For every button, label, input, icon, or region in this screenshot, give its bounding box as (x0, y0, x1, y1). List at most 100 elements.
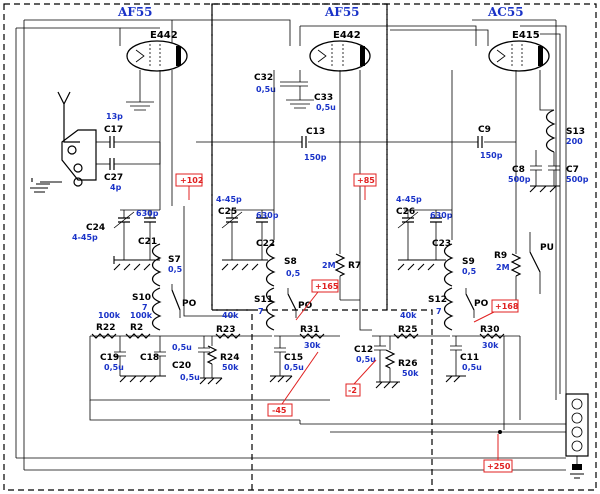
voltage-tag-168 (491, 299, 519, 313)
stage2-frame-right (386, 4, 433, 490)
s13-label: S13 (566, 127, 585, 137)
stage-label-1: AF55 (117, 5, 153, 19)
c22-label: C22 (256, 239, 275, 249)
r30-label: R30 (480, 325, 499, 335)
antenna-icon (57, 91, 97, 187)
switch-po-2: PO (298, 301, 313, 311)
c22-value: 630p (256, 211, 279, 220)
r25-label: R25 (398, 325, 417, 335)
c11-value: 0,5u (462, 363, 482, 372)
c25-value: 4-45p (216, 195, 242, 204)
voltage-168: +168 (495, 302, 519, 311)
c17-value: 13p (106, 112, 123, 121)
c21-label: C21 (138, 237, 157, 247)
s10-label: S10 (132, 293, 151, 303)
c8-value: 500p (508, 175, 531, 184)
r31-value: 30k (304, 341, 321, 350)
switch-pu: PU (540, 243, 554, 253)
c24-label: C24 (86, 223, 105, 233)
stage-label-3: AC55 (487, 5, 524, 19)
tube-2-label: E442 (333, 30, 361, 41)
c15-value: 0,5u (284, 363, 304, 372)
c27-label: C27 (104, 173, 123, 183)
c33-value: 0,5u (316, 103, 336, 112)
s8-value: 0,5 (286, 269, 301, 278)
tube-3-label: E415 (512, 30, 540, 41)
stage-1: 13p C17 C27 4p C24 4-45p 630p C21 S7 0,5… (30, 70, 330, 401)
switch-po-3: PO (474, 299, 489, 309)
c19-value: 0,5u (104, 363, 124, 372)
c18-value: 0,5u (172, 343, 192, 352)
r22-value: 100k (98, 311, 121, 320)
c27-value: 4p (110, 183, 122, 192)
voltage-tags: +102 +85 +165 +168 -45 -2 +250 (175, 173, 519, 473)
stage-3: C9 150p S13 200 C8 500p C7 500p 4-45p C2… (354, 70, 589, 430)
s8-label: S8 (284, 257, 297, 267)
s7-value: 0,5 (168, 265, 183, 274)
s7-label: S7 (168, 255, 181, 265)
c18-label: C18 (140, 353, 159, 363)
c32-label: C32 (254, 73, 273, 83)
s9-value: 0,5 (462, 267, 477, 276)
s11-label: S11 (254, 295, 273, 305)
r22-label: R22 (96, 323, 115, 333)
c32-value: 0,5u (256, 85, 276, 94)
voltage-tag-165 (311, 279, 339, 293)
c11-label: C11 (460, 353, 479, 363)
c26-label: C26 (396, 207, 415, 217)
c13-label: C13 (306, 127, 325, 137)
r25-value: 40k (400, 311, 417, 320)
voltage-85: +85 (357, 176, 375, 185)
r30-value: 30k (482, 341, 499, 350)
tube-1-label: E442 (150, 30, 178, 41)
r26-value: 50k (402, 369, 419, 378)
c12-label: C12 (354, 345, 373, 355)
switch-po-1: PO (182, 299, 197, 309)
c7-label: C7 (566, 165, 579, 175)
r24-value: 50k (222, 363, 239, 372)
r2-value: 100k (130, 311, 153, 320)
voltage-165: +165 (315, 282, 339, 291)
c13-value: 150p (304, 153, 327, 162)
c9-label: C9 (478, 125, 491, 135)
tube-3: E415 (488, 30, 550, 72)
bottom-bus (16, 400, 566, 471)
c8-label: C8 (512, 165, 525, 175)
stage-2: C32 0,5u C33 0,5u C13 150p 4-45p C25 630… (172, 70, 372, 385)
outer-frame (3, 3, 597, 491)
r9-label: R9 (494, 251, 507, 261)
r24-label: R24 (220, 353, 239, 363)
r7-value: 2M (322, 261, 336, 270)
c20-label: C20 (172, 361, 191, 371)
c26-value: 4-45p (396, 195, 422, 204)
r23-label: R23 (216, 325, 235, 335)
c15-label: C15 (284, 353, 303, 363)
tube-2: E442 (309, 30, 371, 72)
c12-value: 0,5u (356, 355, 376, 364)
c24-value: 4-45p (72, 233, 98, 242)
stage-label-2: AF55 (324, 5, 360, 19)
c33-label: C33 (314, 93, 333, 103)
bus-lines (15, 19, 567, 470)
c23-value: 630p (430, 211, 453, 220)
voltage-102: +102 (180, 176, 203, 185)
c25-label: C25 (218, 207, 237, 217)
voltage-250: +250 (487, 462, 511, 471)
tube-1: E442 (126, 30, 188, 72)
s13-value: 200 (566, 137, 583, 146)
power-connector (565, 393, 589, 479)
c7-value: 500p (566, 175, 589, 184)
c23-label: C23 (432, 239, 451, 249)
c17-label: C17 (104, 125, 123, 135)
r9-value: 2M (496, 263, 510, 272)
c9-value: 150p (480, 151, 503, 160)
r2-label: R2 (130, 323, 143, 333)
r23-value: 40k (222, 311, 239, 320)
s11-value: 7 (258, 307, 264, 316)
r31-label: R31 (300, 325, 319, 335)
c19-label: C19 (100, 353, 119, 363)
ground-icon (30, 178, 62, 193)
r7-label: R7 (348, 261, 361, 271)
s10-value: 7 (142, 303, 148, 312)
